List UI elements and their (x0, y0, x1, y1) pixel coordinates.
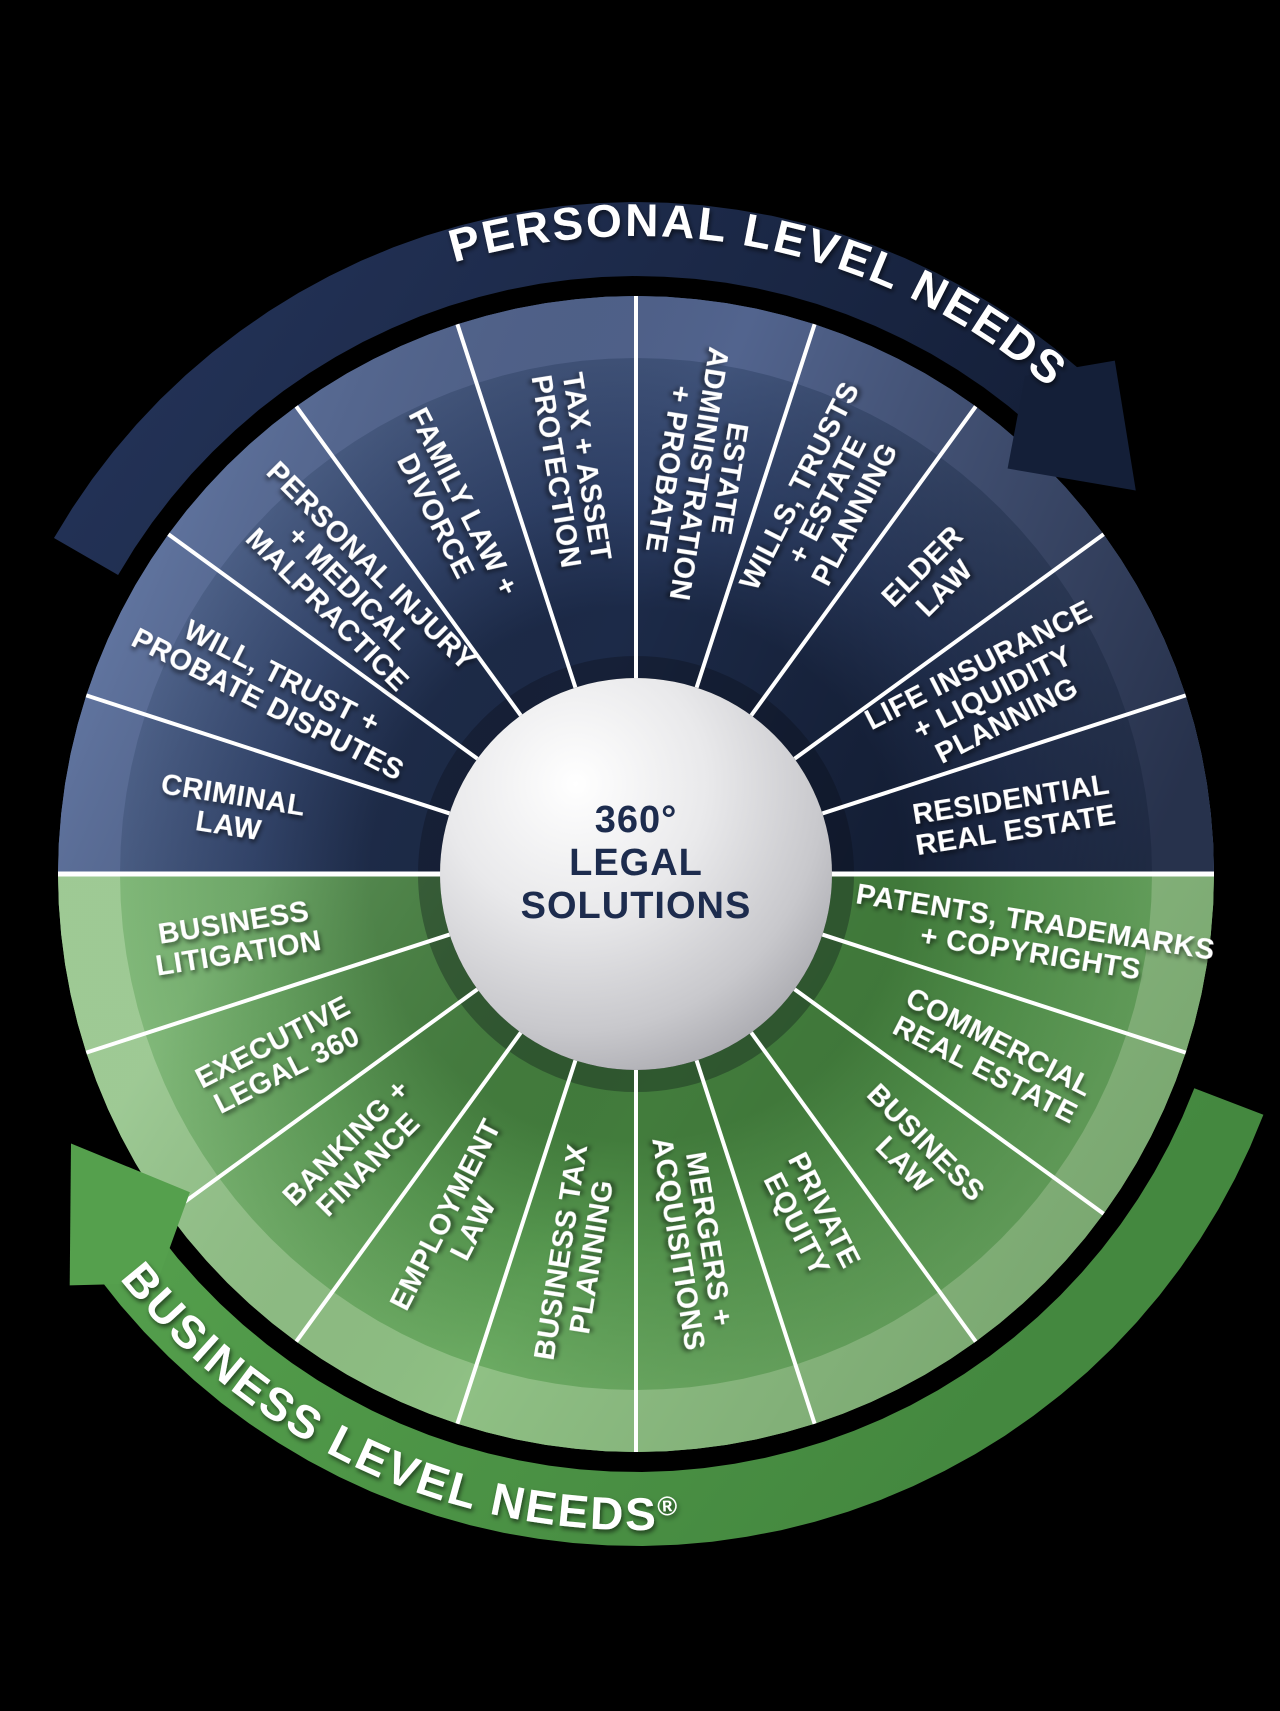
segment-divider (793, 987, 1105, 1216)
personal-band (54, 202, 1082, 575)
segment-divider (694, 1059, 817, 1425)
center-circle (440, 678, 832, 1070)
segment-divider (821, 932, 1187, 1055)
personal-band-arrowhead (1007, 360, 1136, 491)
business-band-arrowhead (69, 1143, 190, 1286)
segment-divider (455, 1059, 578, 1425)
business-band (99, 1088, 1264, 1546)
segment-divider (749, 1031, 978, 1343)
segment-divider (85, 932, 451, 1055)
segment-divider (85, 693, 451, 816)
segment-divider (749, 405, 978, 717)
segment-divider (167, 532, 479, 761)
segment-divider (167, 987, 479, 1216)
segment-divider (793, 532, 1105, 761)
segment-divider (694, 323, 817, 689)
segment-divider (294, 405, 523, 717)
segment-divider (455, 323, 578, 689)
segment-divider (821, 693, 1187, 816)
segment-divider (294, 1031, 523, 1343)
